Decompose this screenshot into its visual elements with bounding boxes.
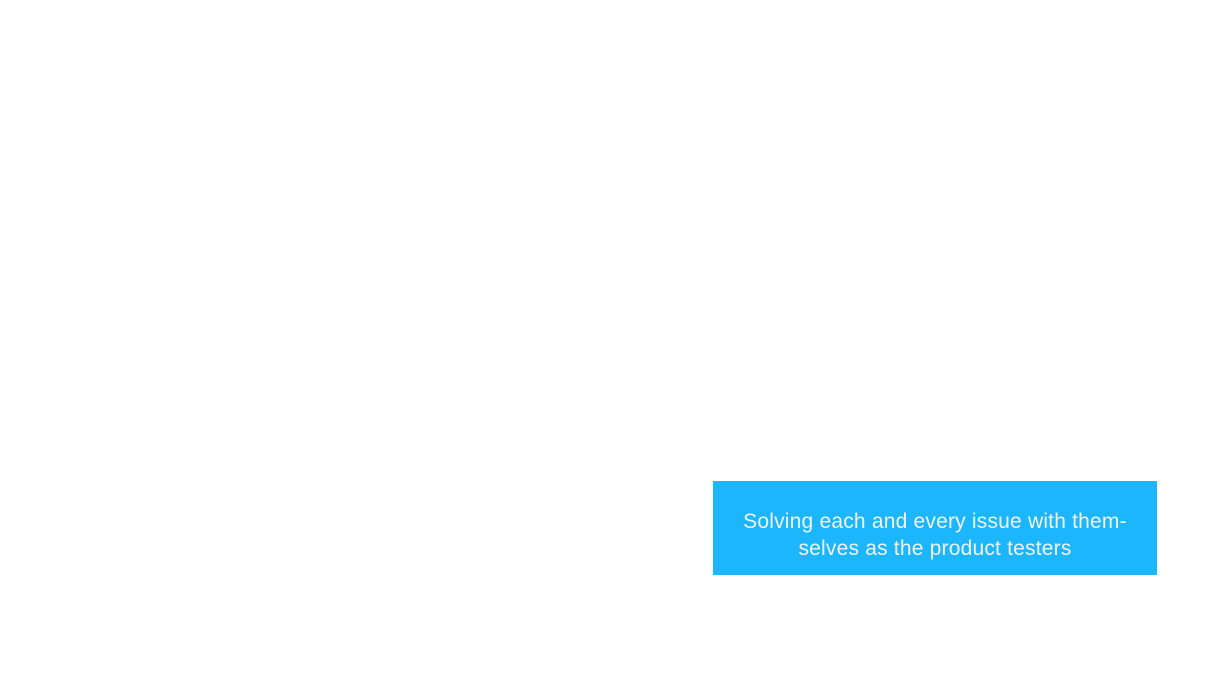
highlight-callout: Solving each and every issue with them- … [713, 481, 1157, 575]
callout-text-line2: selves as the product testers [798, 537, 1072, 560]
callout-text-line1: Solving each and every issue with them- [743, 510, 1127, 533]
callout-text: Solving each and every issue with them- … [733, 508, 1137, 562]
